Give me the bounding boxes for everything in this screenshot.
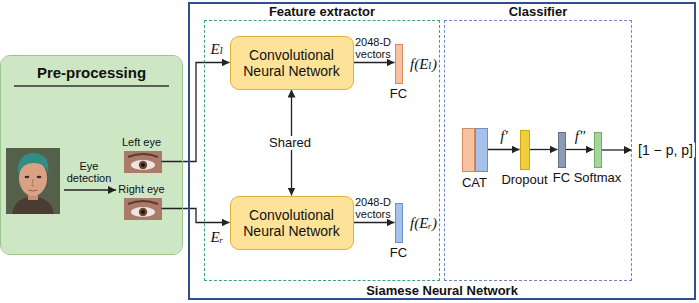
annotation-label: f(Eᵣ) <box>408 215 439 231</box>
edge-label: Shared <box>267 136 313 150</box>
layer-name: FC <box>553 170 570 185</box>
left-eye-photo <box>124 151 162 173</box>
group-title: Classifier <box>445 4 631 19</box>
eye-image: Left eye <box>119 136 165 174</box>
annotation-label: [1 − p, p] <box>636 143 695 158</box>
group-title: Pre-processing <box>1 64 182 81</box>
edge-label: 2048-D vectors <box>352 196 394 220</box>
connector-arrow <box>354 62 395 63</box>
output-arrow <box>602 149 632 150</box>
module-group: ClassifierCATDropoutFCSoftmax <box>444 20 632 281</box>
layer-name: FC <box>390 245 407 260</box>
edge-label: 2048-D vectors <box>352 36 394 60</box>
layer-bar: FC <box>395 44 403 84</box>
layer-name: Softmax <box>574 170 622 185</box>
concat-half <box>462 128 475 172</box>
concat-half <box>475 128 488 172</box>
cnn-box: Convolutional Neural Network <box>230 196 354 250</box>
layer-bar: FC <box>395 203 403 243</box>
image-caption: Right eye <box>118 183 164 196</box>
layer-name: Dropout <box>501 172 547 187</box>
connector-arrow <box>354 222 395 223</box>
annotation-label: Eye detection <box>64 160 114 184</box>
concat-bar: CAT <box>462 128 488 172</box>
connector-arrow <box>162 209 230 223</box>
cnn-box: Convolutional Neural Network <box>230 36 354 90</box>
connector-arrow <box>566 149 594 150</box>
title-underline <box>14 85 169 87</box>
layer-bar: FC <box>558 132 566 168</box>
connector-arrow <box>162 63 230 162</box>
layer-bar: Softmax <box>594 132 602 168</box>
box-text: Convolutional Neural Network <box>231 47 353 79</box>
annotation-label: f(Eₗ) <box>408 56 439 72</box>
group-title: Feature extractor <box>205 4 439 19</box>
eye-photo-area <box>124 198 162 220</box>
face-photo <box>6 148 60 214</box>
image-caption: Left eye <box>122 136 161 149</box>
module-group: Feature extractorConvolutional Neural Ne… <box>204 20 440 281</box>
network-frame: Siamese Neural NetworkFeature extractorC… <box>188 2 696 300</box>
layer-bar: Dropout <box>520 130 530 170</box>
edge-label: f′ <box>500 128 507 144</box>
group-title: Siamese Neural Network <box>190 283 694 298</box>
right-eye-photo <box>124 198 162 220</box>
connector-arrow <box>488 149 520 150</box>
detection-arrow <box>64 189 116 190</box>
eye-photo-area <box>124 151 162 173</box>
layer-name: FC <box>390 86 407 101</box>
preprocessing-panel: Pre-processingLeft eyeRight eye <box>0 55 183 255</box>
eye-image: Right eye <box>119 183 165 221</box>
edge-label: Eₗ <box>211 41 224 57</box>
connector-arrow <box>530 149 558 150</box>
edge-label: Eᵣ <box>211 229 224 245</box>
box-text: Convolutional Neural Network <box>231 207 353 239</box>
panel-fill <box>1 56 183 255</box>
layer-name: CAT <box>462 175 487 190</box>
edge-label: f″ <box>575 128 585 144</box>
